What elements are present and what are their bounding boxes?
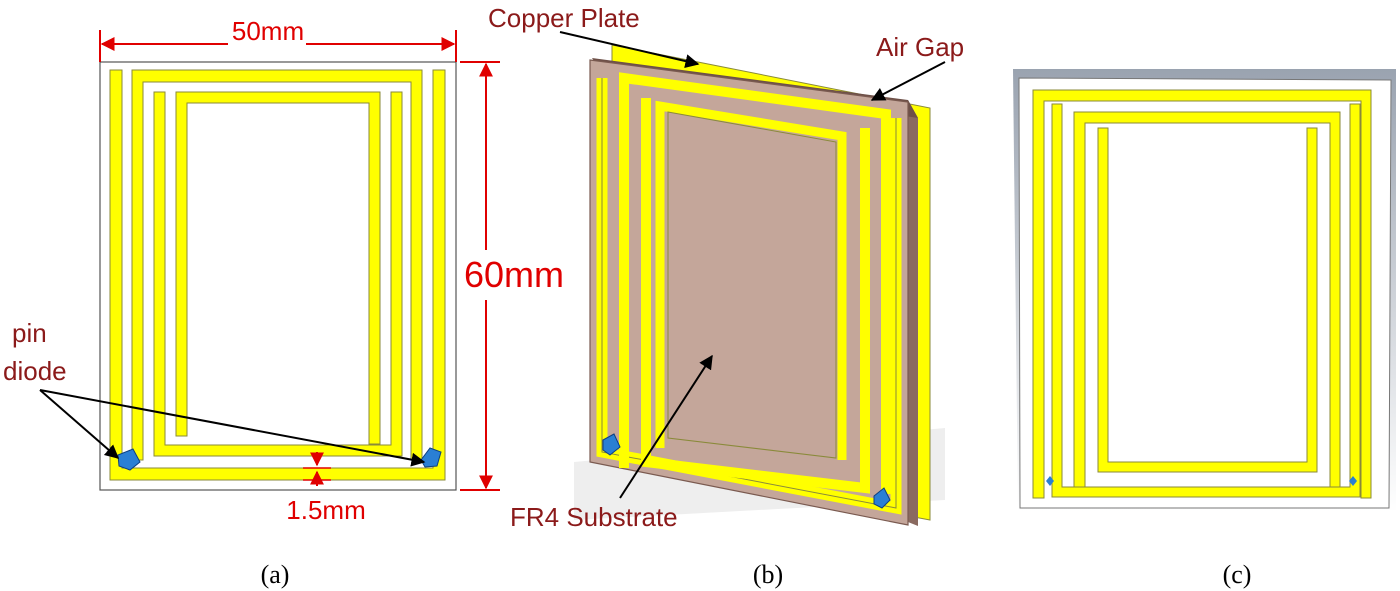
copper-plate-label: Copper Plate xyxy=(488,3,640,33)
diode-pointer-right xyxy=(39,389,426,467)
panel-a: 50mm 60mm 1.5mm pin diode (a) xyxy=(3,16,564,589)
pin-diode-left-3d xyxy=(602,433,621,456)
caption-b: (b) xyxy=(753,560,783,589)
fr4-substrate-pointer xyxy=(619,354,713,499)
diode-pointer-left xyxy=(39,389,120,459)
pin-diode-label-line2: diode xyxy=(3,356,67,386)
panel-c: (c) xyxy=(1013,69,1396,589)
pin-diode-left-c xyxy=(1046,476,1054,486)
pin-diode-right-c xyxy=(1349,476,1357,486)
air-gap-label: Air Gap xyxy=(876,32,964,62)
width-label: 50mm xyxy=(232,16,304,46)
panel-b: Copper Plate Air Gap FR4 Substrate (b) xyxy=(488,3,964,589)
caption-c: (c) xyxy=(1223,560,1252,589)
resonator-traces-c xyxy=(1032,89,1372,499)
substrate-edge xyxy=(908,100,918,526)
pin-diode-label-line1: pin xyxy=(12,318,47,348)
fr4-substrate-label: FR4 Substrate xyxy=(510,502,678,532)
gap-label: 1.5mm xyxy=(286,495,365,525)
air-gap-pointer xyxy=(870,61,946,101)
caption-a: (a) xyxy=(261,560,290,589)
pin-diode-left xyxy=(117,448,141,471)
copper-plate-pointer xyxy=(559,31,700,68)
pin-diode-right-3d xyxy=(873,487,891,509)
resonator-traces-3d xyxy=(596,72,902,515)
substrate-window xyxy=(667,111,837,459)
board-outline xyxy=(99,61,457,491)
height-label: 60mm xyxy=(464,254,564,295)
board-c xyxy=(1018,77,1392,509)
